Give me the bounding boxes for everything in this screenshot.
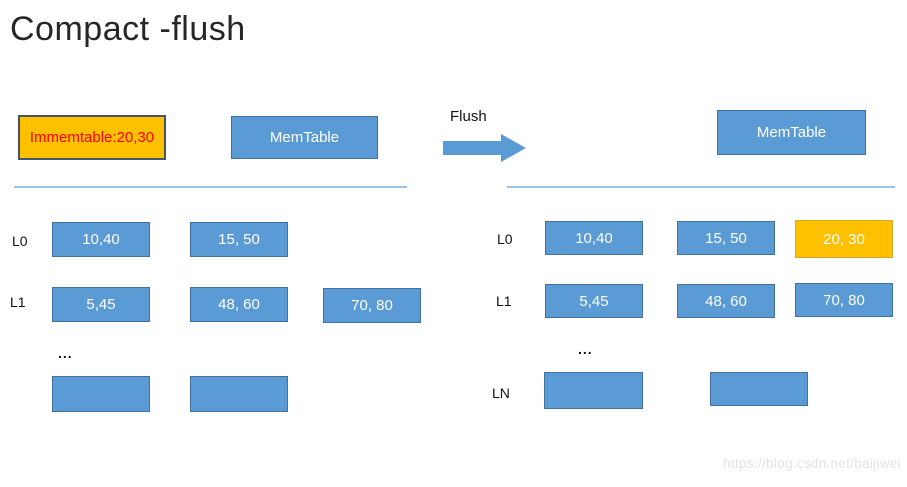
empty-sstable-box — [52, 376, 150, 412]
flushed-sstable-box: 20, 30 — [795, 220, 893, 258]
level-label-l0-right: L0 — [497, 231, 513, 247]
ellipsis-left: ... — [58, 345, 73, 361]
immemtable-box: Immemtable:20,30 — [18, 115, 166, 160]
sstable-box: 15, 50 — [190, 222, 288, 257]
memtable-box-left: MemTable — [231, 116, 378, 159]
right-arrow-icon — [443, 134, 526, 162]
level-label-l1-right: L1 — [496, 293, 512, 309]
empty-sstable-box — [710, 372, 808, 406]
sstable-box: 70, 80 — [323, 288, 421, 323]
sstable-box: 48, 60 — [190, 287, 288, 322]
page-title: Compact -flush — [10, 10, 246, 48]
divider-line-left — [14, 186, 407, 188]
sstable-box: 10,40 — [52, 222, 150, 257]
sstable-box: 15, 50 — [677, 221, 775, 255]
sstable-box: 70, 80 — [795, 283, 893, 317]
divider-line-right — [507, 186, 895, 188]
level-label-l1-left: L1 — [10, 294, 26, 310]
level-label-ln-right: LN — [492, 385, 510, 401]
memtable-box-right: MemTable — [717, 110, 866, 155]
sstable-box: 48, 60 — [677, 284, 775, 318]
ellipsis-right: ... — [578, 341, 593, 357]
sstable-box: 10,40 — [545, 221, 643, 255]
sstable-box: 5,45 — [52, 287, 150, 322]
empty-sstable-box — [190, 376, 288, 412]
flush-arrow — [443, 133, 527, 163]
sstable-box: 5,45 — [545, 284, 643, 318]
empty-sstable-box — [544, 372, 643, 409]
watermark: https://blog.csdn.net/baijiwei — [723, 456, 901, 471]
flush-label: Flush — [450, 108, 487, 125]
level-label-l0-left: L0 — [12, 233, 28, 249]
